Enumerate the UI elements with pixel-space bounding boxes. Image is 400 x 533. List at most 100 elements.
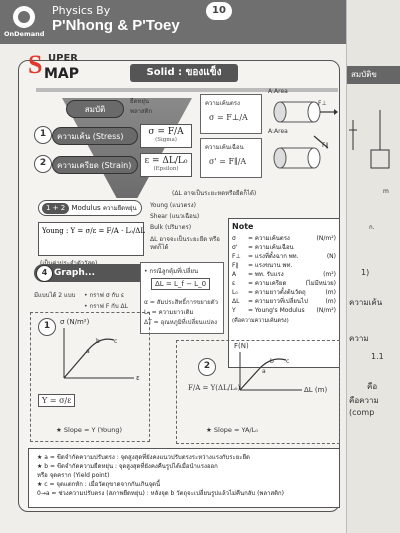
graph1-plot: [63, 328, 134, 379]
thermal-line-2: L₀ = ความยาวเดิม: [144, 309, 194, 316]
graph2-plot: [239, 352, 302, 391]
cylinder-top: [273, 101, 338, 123]
graph1-formula: Y = σ/ε: [38, 394, 76, 407]
section-title: Solid : ของแข็ง: [130, 64, 238, 82]
stress-number: 1: [34, 126, 52, 144]
divider-bar: [36, 88, 338, 92]
force-par-label: F∥: [322, 142, 329, 149]
legend-line-b: ★ b = ขีดจำกัดความยืดหยุ่น : จุดสูงสุดที…: [37, 463, 218, 470]
graph2-point-a: a: [262, 368, 266, 375]
modulus-number: 1 + 2: [42, 203, 70, 214]
graph1-point-a: a: [86, 348, 90, 355]
young-formula-box: Young : Y = σ/ε = F/A · L₀/ΔL: [38, 222, 146, 256]
thermal-line-1: α = สัมประสิทธิ์การขยายตัว: [144, 299, 218, 306]
note-row: σ= ความเค้นตรง(N/m²): [232, 234, 336, 243]
note-unit: (ไม่มีหน่วย): [305, 280, 336, 287]
note-row: A= พท. รับแรง(m²): [232, 270, 336, 279]
normal-stress-box: ความเค้นตรง σ = F⊥/A: [200, 94, 262, 134]
graph1-curve: [63, 338, 115, 379]
adjacent-diagram: [349, 110, 390, 169]
power-icon: [13, 6, 35, 28]
shear-stress-formula: σ' = F∥/A: [209, 157, 247, 166]
modulus-label: Modulus: [71, 204, 101, 212]
property-elastic: ยืดหยุ่น: [130, 98, 149, 105]
note-row: L₀= ความยาวตั้งต้นวัตถุ(m): [232, 288, 336, 297]
adjacent-line-3: 1.1: [371, 352, 384, 361]
adjacent-ko: ก.: [369, 224, 375, 231]
stress-formula: σ = F/A: [148, 127, 184, 137]
adjacent-line-6: (comp: [349, 408, 375, 417]
adjacent-line-2: ความ: [349, 334, 369, 343]
area-label-1: A:Area: [268, 88, 288, 95]
graph-tab-label: Graph...: [54, 268, 96, 278]
strain-number: 2: [34, 155, 52, 173]
note-desc: = ความยาวที่เปลี่ยนไป: [248, 298, 308, 305]
note-row: Y= Young's Modulus(N/m²): [232, 306, 336, 315]
strain-formula-box: ε = ΔL/L₀ (Epsilon): [140, 153, 192, 177]
graph1-number: 1: [38, 318, 56, 336]
graph-type-1: • กราฟ σ กับ ε: [84, 292, 125, 299]
note-unit: (m): [325, 298, 336, 305]
thermal-case-box: • กรณีลูกตุ้มที่เปลี่ยน ΔL = L_f − L_0 α…: [140, 262, 224, 334]
graph2-xlabel: ΔL (m): [304, 386, 328, 394]
super-map-logo: S UPER MAP: [28, 50, 132, 84]
modulus-suffix: ความยืดหยุ่น: [102, 205, 137, 212]
shear-stress-label: ความเค้นเฉือน: [205, 144, 244, 151]
thermal-case-title: • กรณีลูกตุ้มที่เปลี่ยน: [144, 268, 199, 275]
legend-line-a: ★ a = ขีดจำกัดความปรับตรง : จุดสูงสุดที่…: [37, 454, 250, 461]
note-symbol: σ: [232, 235, 236, 242]
adjacent-line-0: ความเค้น: [349, 298, 383, 307]
graph1-point-b: b: [96, 338, 100, 345]
young-formula: Young : Y = σ/ε = F/A · L₀/ΔL: [42, 227, 146, 235]
note-title: Note: [232, 222, 254, 231]
graph1-slope: ★ Slope = Y (Young): [56, 426, 123, 434]
graph1-xlabel: ε: [136, 374, 140, 382]
cylinder-bottom: [273, 135, 329, 169]
note-desc: = ความเค้นเฉือน: [248, 244, 294, 251]
page-header: OnDemand Physics By P'Nhong & P'Toey 10: [0, 0, 346, 44]
modulus-bulk: Bulk (ปริมาตร): [150, 224, 192, 231]
adjacent-line-1: 1): [361, 268, 370, 277]
textbook-page: OnDemand Physics By P'Nhong & P'Toey 10 …: [0, 0, 346, 533]
modulus-shear: Shear (แนวเฉือน): [150, 213, 200, 220]
note-symbol: F∥: [232, 262, 239, 269]
note-symbol: σ': [232, 244, 238, 251]
graph-types-intro: มีแบบได้ 2 แบบ: [34, 292, 76, 299]
note-symbol: L₀: [232, 289, 238, 296]
shear-stress-box: ความเค้นเฉือน σ' = F∥/A: [200, 138, 262, 178]
graph1-ylabel: σ (N/m²): [60, 318, 90, 326]
header-title-line2: P'Nhong & P'Toey: [52, 17, 180, 34]
note-symbol: ε: [232, 280, 236, 287]
adjacent-line-4: คือ: [367, 382, 378, 391]
note-footer: (คือความความเค้นตรง): [232, 318, 289, 324]
modulus-young: Young (แนวตรง): [150, 202, 196, 209]
note-row: F⊥= แรงที่ตั้งฉาก พท.(N): [232, 252, 336, 261]
cylinder-diagrams: [273, 101, 338, 169]
logo-text: OnDemand: [4, 30, 45, 38]
page-number: 10: [206, 2, 232, 20]
header-title-line1: Physics By: [52, 4, 111, 17]
note-unit: (N/m²): [316, 307, 336, 314]
normal-stress-label: ความเค้นตรง: [205, 100, 240, 107]
force-perp-label: F⊥: [318, 100, 327, 107]
graph2-box: [176, 340, 340, 444]
legend-line-c: ★ c = จุดแตกหัก : เมื่อวัตถุขาดจากกันเกิ…: [37, 481, 161, 488]
strain-formula: ε = ΔL/L₀: [144, 156, 188, 166]
graph2-slope: ★ Slope = YA/L₀: [206, 426, 258, 434]
map-word: MAP: [44, 66, 80, 82]
ondemand-logo: OnDemand: [4, 4, 44, 42]
note-desc: = พท. รับแรง: [248, 271, 284, 278]
super-s: S: [28, 50, 43, 79]
adjacent-m: m: [383, 188, 389, 195]
note-row: ε= ความเครียด(ไม่มีหน่วย): [232, 279, 336, 288]
note-unit: (m²): [323, 271, 336, 278]
stress-pill: ความเค้น (Stress): [52, 127, 138, 145]
note-desc: = แรงขนาน พท.: [248, 262, 293, 269]
graph2-point-b: b: [270, 358, 274, 365]
property-pill: สมบัติ: [66, 100, 124, 118]
graph2-ylabel: F(N): [234, 342, 249, 350]
note-row: σ' = ความเค้นเฉือน: [232, 243, 336, 252]
graph-type-2: • กราฟ F กับ ΔL: [84, 303, 128, 310]
delta-l-side-note: ΔL อาจจะเป็นระยะยืด หรือหดก็ได้: [150, 236, 220, 251]
